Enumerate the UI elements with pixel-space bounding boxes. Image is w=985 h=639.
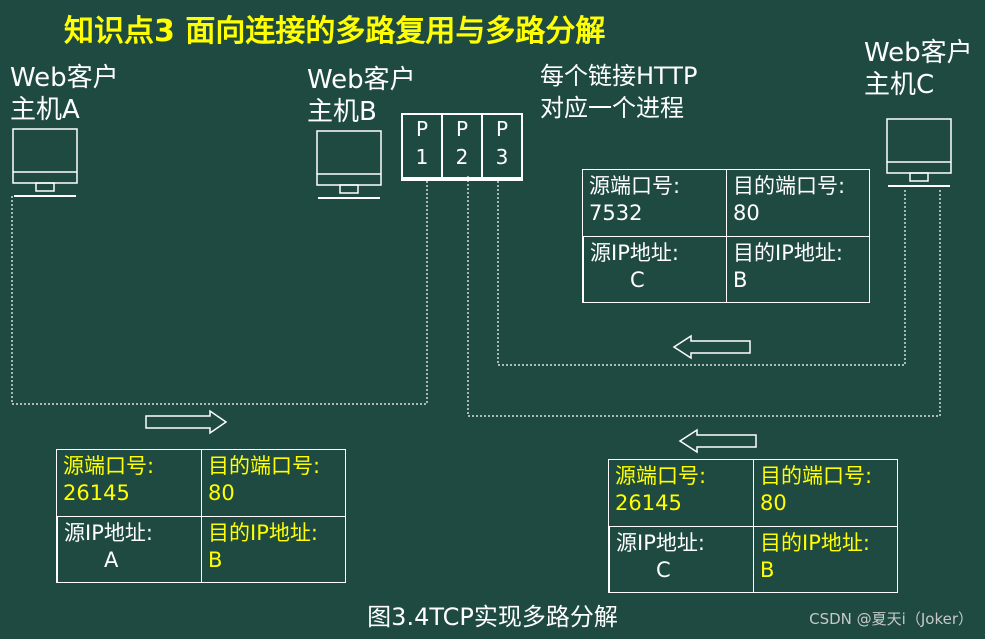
host-a-label-line1: Web客户 <box>10 63 119 93</box>
src-port-value: 26145 <box>63 481 130 505</box>
src-ip-value: C <box>630 268 645 292</box>
dst-port-label: 目的端口号: <box>760 464 873 488</box>
segment-header-c-to-b: 源端口号: 7532 目的端口号: 80 源IP地址: C 目的IP地址: B <box>582 169 870 303</box>
dst-port-value: 80 <box>760 491 787 515</box>
connection-c-to-p2 <box>467 176 941 417</box>
src-port-label: 源端口号: <box>63 454 155 478</box>
process-p3-bottom: 3 <box>495 145 509 169</box>
computer-monitor-icon <box>12 128 78 198</box>
host-a-label-line2: 主机A <box>10 95 80 125</box>
src-port-cell: 源端口号: 7532 <box>583 170 726 236</box>
dst-ip-cell: 目的IP地址: B <box>753 526 897 592</box>
dst-ip-cell: 目的IP地址: B <box>201 516 345 582</box>
dst-ip-value: B <box>208 548 223 572</box>
process-box: P 1 P 2 P 3 <box>401 113 523 181</box>
computer-monitor-icon <box>886 118 952 188</box>
arrow-left-icon <box>678 428 757 454</box>
dst-port-cell: 目的端口号: 80 <box>726 170 869 236</box>
process-p2-top: P <box>455 117 469 141</box>
dst-port-label: 目的端口号: <box>208 454 321 478</box>
segment-header-c-to-b-second: 源端口号: 26145 目的端口号: 80 源IP地址: C 目的IP地址: B <box>608 459 898 593</box>
src-ip-label: 源IP地址: <box>590 241 679 265</box>
src-ip-label: 源IP地址: <box>616 531 705 555</box>
computer-monitor-icon <box>316 130 382 200</box>
host-b-label-line1: Web客户 <box>307 65 416 95</box>
process-p3-top: P <box>495 117 509 141</box>
dst-ip-label: 目的IP地址: <box>733 241 843 265</box>
dst-ip-value: B <box>760 558 775 582</box>
process-p1: P 1 <box>403 115 443 177</box>
host-c-label-line2: 主机C <box>864 70 935 100</box>
host-a-label: Web客户 主机A <box>10 62 119 126</box>
dst-port-cell: 目的端口号: 80 <box>201 450 345 516</box>
src-ip-cell: 源IP地址: C <box>609 526 753 592</box>
dst-ip-label: 目的IP地址: <box>208 521 318 545</box>
process-note-line2: 对应一个进程 <box>540 94 684 122</box>
src-ip-cell: 源IP地址: A <box>57 516 201 582</box>
dst-ip-value: B <box>733 268 748 292</box>
src-port-value: 26145 <box>615 491 682 515</box>
src-ip-cell: 源IP地址: C <box>583 236 726 302</box>
figure-caption: 图3.4TCP实现多路分解 <box>367 603 618 631</box>
segment-header-a-to-b: 源端口号: 26145 目的端口号: 80 源IP地址: A 目的IP地址: B <box>56 449 346 583</box>
arrow-left-icon <box>672 334 751 360</box>
process-p1-top: P <box>415 117 429 141</box>
host-b-label-line2: 主机B <box>307 97 377 127</box>
dst-port-value: 80 <box>208 481 235 505</box>
watermark: CSDN @夏天i（Joker） <box>809 610 973 628</box>
arrow-right-icon <box>145 409 228 435</box>
src-ip-label: 源IP地址: <box>64 521 153 545</box>
src-port-label: 源端口号: <box>589 174 681 198</box>
slide-title: 知识点3 面向连接的多路复用与多路分解 <box>64 14 606 49</box>
process-p2: P 2 <box>443 115 483 177</box>
process-p3: P 3 <box>483 115 521 177</box>
src-ip-value: A <box>104 548 119 572</box>
host-b-label: Web客户 主机B <box>307 64 416 128</box>
src-port-label: 源端口号: <box>615 464 707 488</box>
connection-a-to-p1 <box>11 176 428 405</box>
connection-c-to-p3 <box>497 176 906 366</box>
process-note: 每个链接HTTP 对应一个进程 <box>540 60 697 124</box>
process-p2-bottom: 2 <box>455 145 469 169</box>
dst-port-cell: 目的端口号: 80 <box>753 460 897 526</box>
process-note-line1: 每个链接HTTP <box>540 62 698 90</box>
host-c-label: Web客户 主机C <box>864 37 973 101</box>
dst-ip-label: 目的IP地址: <box>760 531 870 555</box>
src-port-cell: 源端口号: 26145 <box>609 460 753 526</box>
src-port-cell: 源端口号: 26145 <box>57 450 201 516</box>
src-ip-value: C <box>656 558 671 582</box>
dst-port-label: 目的端口号: <box>733 174 846 198</box>
process-p1-bottom: 1 <box>415 145 429 169</box>
host-c-label-line1: Web客户 <box>864 38 973 68</box>
dst-ip-cell: 目的IP地址: B <box>726 236 869 302</box>
dst-port-value: 80 <box>733 201 760 225</box>
src-port-value: 7532 <box>589 201 643 225</box>
